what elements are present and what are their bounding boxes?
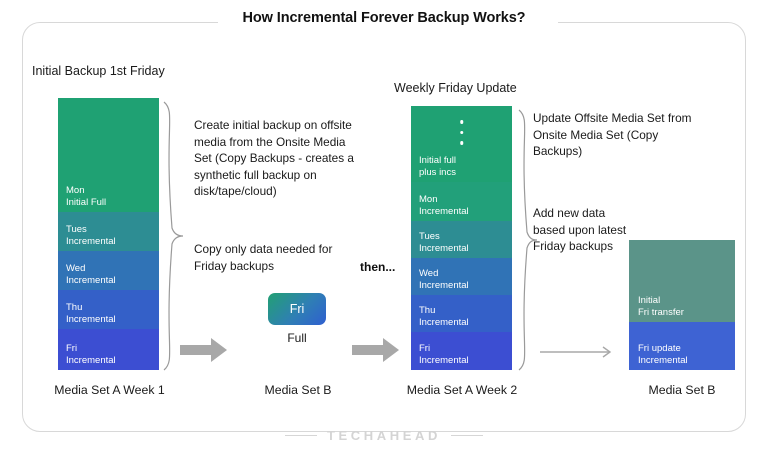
brace-right <box>518 109 538 371</box>
stack3-segment-wed-label: Wed Incremental <box>419 268 469 291</box>
stack3-segment-tues: Tues Incremental <box>411 221 512 258</box>
fri-full-sublabel: Full <box>287 331 307 345</box>
caption-media-set-a-week2: Media Set A Week 2 <box>406 383 518 397</box>
stack3-segment-thu: Thu Incremental <box>411 295 512 332</box>
paragraph-create-initial-backup: Create initial backup on offsite media f… <box>194 118 354 198</box>
stack3-segment-fri: Fri Incremental <box>411 332 512 370</box>
then-label: then... <box>360 260 396 274</box>
arrow-right-3 <box>540 346 612 358</box>
stack1-segment-tues-label: Tues Incremental <box>66 224 116 247</box>
title-notch-mask <box>218 12 558 34</box>
fri-full-pill: Fri <box>268 293 326 325</box>
media-set-a-week2-stack: Initial full plus incs Mon Incremental T… <box>411 106 512 370</box>
block4-segment-initial-transfer-label: Initial Fri transfer <box>638 295 684 318</box>
stack3-segment-initial-full-label: Initial full plus incs <box>419 155 456 178</box>
block4-segment-fri-update-label: Fri update Incremental <box>638 343 688 366</box>
paragraph-add-new-data: Add new data based upon latest Friday ba… <box>533 206 627 253</box>
stack1-segment-fri: Fri Incremental <box>58 329 159 370</box>
ellipsis-dots-icon <box>459 120 464 145</box>
stack1-segment-mon: Mon Initial Full <box>58 98 159 212</box>
stack3-segment-tues-label: Tues Incremental <box>419 231 469 254</box>
stack3-segment-initial-full: Initial full plus incs <box>411 106 512 182</box>
stack3-segment-fri-label: Fri Incremental <box>419 343 469 366</box>
footer-rule-left <box>284 435 317 436</box>
stack1-segment-thu: Thu Incremental <box>58 290 159 329</box>
brace-left <box>163 101 184 371</box>
paragraph-update-offsite: Update Offsite Media Set from Onsite Med… <box>533 111 692 158</box>
footer-rule-right <box>451 435 483 436</box>
stack3-segment-mon: Mon Incremental <box>411 182 512 221</box>
stack3-segment-wed: Wed Incremental <box>411 258 512 295</box>
media-set-a-week1-stack: Mon Initial Full Tues Incremental Wed In… <box>58 98 159 370</box>
techahead-wordmark: TECHAHEAD <box>326 428 441 443</box>
header-weekly-update: Weekly Friday Update <box>394 81 517 95</box>
arrow-right-1 <box>180 338 227 362</box>
stack1-segment-wed-label: Wed Incremental <box>66 263 116 286</box>
stack1-segment-fri-label: Fri Incremental <box>66 343 116 366</box>
stack1-segment-wed: Wed Incremental <box>58 251 159 290</box>
footer: TECHAHEAD <box>0 428 768 443</box>
block4-segment-initial-transfer: Initial Fri transfer <box>629 240 735 322</box>
page-title: How Incremental Forever Backup Works? <box>242 10 526 26</box>
block4-segment-fri-update: Fri update Incremental <box>629 322 735 370</box>
fri-pill-label: Fri <box>289 302 305 316</box>
media-set-b-final-block: Initial Fri transfer Fri update Incremen… <box>629 240 735 370</box>
paragraph-copy-only-data: Copy only data needed for Friday backups <box>194 242 333 273</box>
caption-media-set-b-2: Media Set B <box>648 383 716 397</box>
stack1-segment-tues: Tues Incremental <box>58 212 159 251</box>
stack3-segment-mon-label: Mon Incremental <box>419 194 469 217</box>
stack1-segment-mon-label: Mon Initial Full <box>66 185 107 208</box>
arrow-right-2 <box>352 338 399 362</box>
stack1-segment-thu-label: Thu Incremental <box>66 302 116 325</box>
stack3-segment-thu-label: Thu Incremental <box>419 305 469 328</box>
caption-media-set-b-1: Media Set B <box>264 383 332 397</box>
caption-media-set-a-week1: Media Set A Week 1 <box>54 383 165 397</box>
header-initial-backup: Initial Backup 1st Friday <box>32 64 165 78</box>
